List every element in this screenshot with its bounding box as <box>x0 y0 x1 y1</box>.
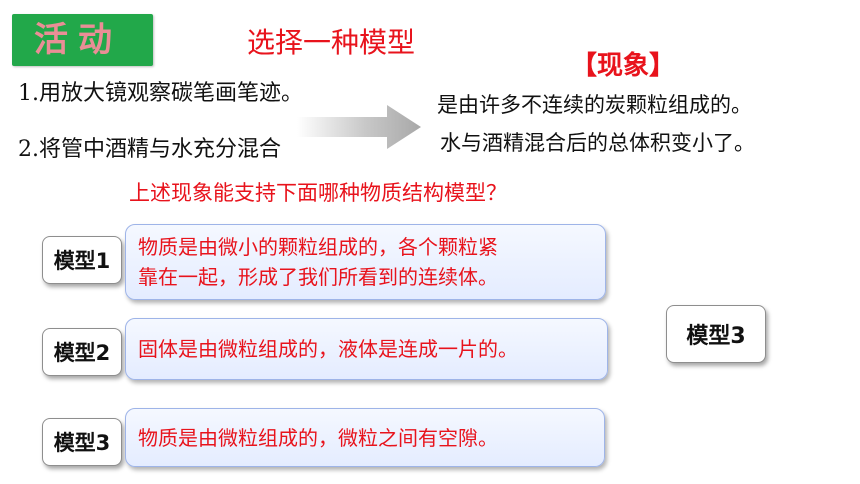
model-1-line-1: 物质是由微小的颗粒组成的，各个颗粒紧 <box>138 235 498 259</box>
activity-badge <box>12 14 153 66</box>
activity-label: 活动 <box>34 20 122 60</box>
model-3-line-1: 物质是由微粒组成的，微粒之间有空隙。 <box>138 425 498 450</box>
phenomenon-title: 【现象】 <box>571 51 676 81</box>
observation-2: 水与酒精混合后的总体积变小了。 <box>440 131 755 155</box>
model-2-line-1: 固体是由微粒组成的，液体是连成一片的。 <box>138 337 518 361</box>
model-2-label: 模型2 <box>42 328 122 376</box>
model-2-description: 固体是由微粒组成的，液体是连成一片的。 <box>125 318 608 380</box>
question-text: 上述现象能支持下面哪种物质结构模型？ <box>129 181 507 205</box>
model-3-description: 物质是由微粒组成的，微粒之间有空隙。 <box>125 408 605 467</box>
model-1-label: 模型1 <box>42 236 122 284</box>
model-3-label: 模型3 <box>42 418 122 466</box>
experiment-step-1: 1.用放大镜观察碳笔画笔迹。 <box>18 81 303 106</box>
observation-1: 是由许多不连续的炭颗粒组成的。 <box>437 93 752 117</box>
right-arrow-icon <box>297 105 421 149</box>
model-1-description: 物质是由微小的颗粒组成的，各个颗粒紧 靠在一起，形成了我们所看到的连续体。 <box>125 224 606 300</box>
model-1-line-2: 靠在一起，形成了我们所看到的连续体。 <box>138 265 498 289</box>
experiment-step-2: 2.将管中酒精与水充分混合 <box>18 137 281 162</box>
answer-label: 模型3 <box>666 305 766 363</box>
page-title: 选择一种模型 <box>247 26 416 59</box>
